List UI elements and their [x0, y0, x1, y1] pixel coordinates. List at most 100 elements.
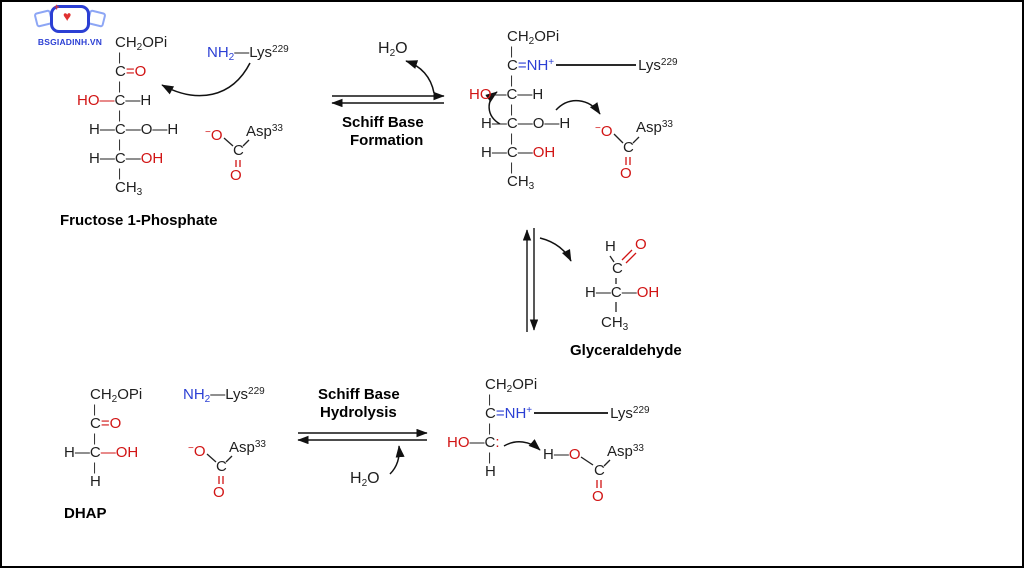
atom-h: H	[585, 284, 596, 301]
group-oh: OH	[140, 150, 164, 167]
atom-c: C	[506, 144, 518, 161]
bond-dash: —	[517, 144, 533, 161]
subscript-2: 2	[389, 48, 396, 59]
bond-double: =	[517, 57, 527, 74]
atom-ch: CH	[507, 28, 529, 45]
atom-c: C	[90, 415, 101, 432]
atom-o: O	[532, 115, 545, 132]
heart-icon: ♥	[63, 8, 72, 24]
atom-h: H	[605, 238, 616, 255]
label-glyceraldehyde: Glyceraldehyde	[570, 342, 682, 359]
group-opi: OPi	[117, 386, 143, 403]
bond-dash: —	[100, 444, 116, 461]
subscript-2: 2	[528, 36, 535, 47]
bond-dash: —	[234, 44, 250, 61]
atom-c: C	[506, 86, 518, 103]
glyceraldehyde-ch3: CH3	[601, 314, 628, 333]
bond-dash: —	[125, 92, 141, 109]
label-dhap: DHAP	[64, 505, 107, 522]
asp-carboxylate-c: C	[233, 142, 244, 159]
bond-to-lysine	[556, 64, 637, 66]
atom-h: H	[485, 463, 496, 480]
bond-dash: —	[99, 150, 115, 167]
atom-o: O	[210, 127, 223, 144]
subscript-2: 2	[228, 52, 235, 63]
asp-carboxylate-o-minus: −O	[595, 123, 613, 140]
atom-h: H	[481, 115, 492, 132]
bond-vertical: |	[510, 102, 514, 116]
atom-ch: CH	[90, 386, 112, 403]
residue-asp: Asp33	[229, 439, 266, 456]
logo-text: BSGIADINH.VN	[37, 37, 103, 47]
atom-o: O	[193, 443, 206, 460]
atom-c: C	[610, 284, 622, 301]
residue-asp-name: Asp	[636, 119, 662, 136]
atom-ch: CH	[115, 179, 137, 196]
atom-ch: CH	[601, 314, 623, 331]
atom-c: C	[89, 444, 101, 461]
subscript-3: 3	[136, 187, 143, 198]
water-molecule-top: H2O	[378, 40, 408, 59]
residue-asp-number: 33	[271, 123, 283, 134]
bond-vertical: |	[93, 431, 97, 445]
residue-asp: Asp33	[246, 123, 283, 140]
subscript-2: 2	[136, 42, 143, 53]
group-opi: OPi	[512, 376, 538, 393]
bond-double: =	[100, 415, 110, 432]
charge-minus: −	[595, 123, 601, 134]
atom-h: H	[89, 121, 100, 138]
bond-dash: —	[99, 121, 115, 138]
subscript-2: 2	[506, 384, 513, 395]
bond-dash: —	[125, 150, 141, 167]
curved-arrow-glyceraldehyde-release	[539, 237, 572, 262]
bond-vertical: |	[118, 79, 122, 93]
residue-asp-name: Asp	[229, 439, 255, 456]
asp-carbonyl-o: O	[592, 488, 604, 505]
bond-vertical: |	[510, 131, 514, 145]
group-ho: HO	[469, 86, 492, 103]
glyceraldehyde-c2-row: H—C—OH	[585, 284, 659, 301]
atom-h: H	[89, 150, 100, 167]
atom-c: C	[612, 260, 623, 277]
residue-asp-number: 33	[254, 439, 266, 450]
bond-double: =	[125, 63, 135, 80]
residue-lys: Lys	[249, 44, 273, 61]
group-nh: NH	[526, 57, 549, 74]
label-schiff-base-formation-line2: Formation	[350, 132, 424, 149]
bond-vertical: |	[118, 166, 122, 180]
glyceraldehyde-carbonyl-o: O	[635, 236, 647, 253]
equilibrium-arrows-cleavage	[522, 228, 539, 332]
atom-o: O	[592, 488, 604, 505]
bond-vertical: |	[93, 402, 97, 416]
bond-dash: —	[152, 121, 168, 138]
bond-dash: —	[517, 86, 533, 103]
bond-dash: —	[491, 144, 507, 161]
group-nh: NH	[183, 386, 205, 403]
bond-dash: —	[125, 121, 141, 138]
residue-lys-number: 229	[660, 57, 678, 68]
atom-o: O	[367, 470, 380, 487]
residue-asp-number: 33	[661, 119, 673, 130]
atom-h: H	[140, 92, 152, 109]
subscript-2: 2	[204, 394, 211, 405]
medical-cross-icon: +	[54, 2, 60, 12]
charge-plus: +	[548, 57, 555, 68]
bond-dash: —	[621, 284, 637, 301]
water-molecule-bottom: H2O	[350, 470, 380, 489]
bond-vertical: |	[488, 421, 492, 435]
residue-lys-number: 229	[632, 405, 650, 416]
subscript-3: 3	[528, 181, 535, 192]
asp-carboxylate-c: C	[623, 139, 634, 156]
residue-asp: Asp33	[636, 119, 673, 136]
asp-carbonyl-o: O	[213, 484, 225, 501]
bond-vertical: |	[510, 160, 514, 174]
charge-minus: −	[188, 443, 194, 454]
atom-h: H	[532, 86, 544, 103]
atom-c: C	[114, 121, 126, 138]
asp-carboxylate-c: C	[216, 458, 227, 475]
bond-dash: —	[74, 444, 90, 461]
label-schiff-base-hydrolysis-line2: Hydrolysis	[320, 404, 397, 421]
atom-h: H	[350, 470, 362, 487]
atom-o: O	[140, 121, 153, 138]
atom-h: H	[481, 144, 492, 161]
